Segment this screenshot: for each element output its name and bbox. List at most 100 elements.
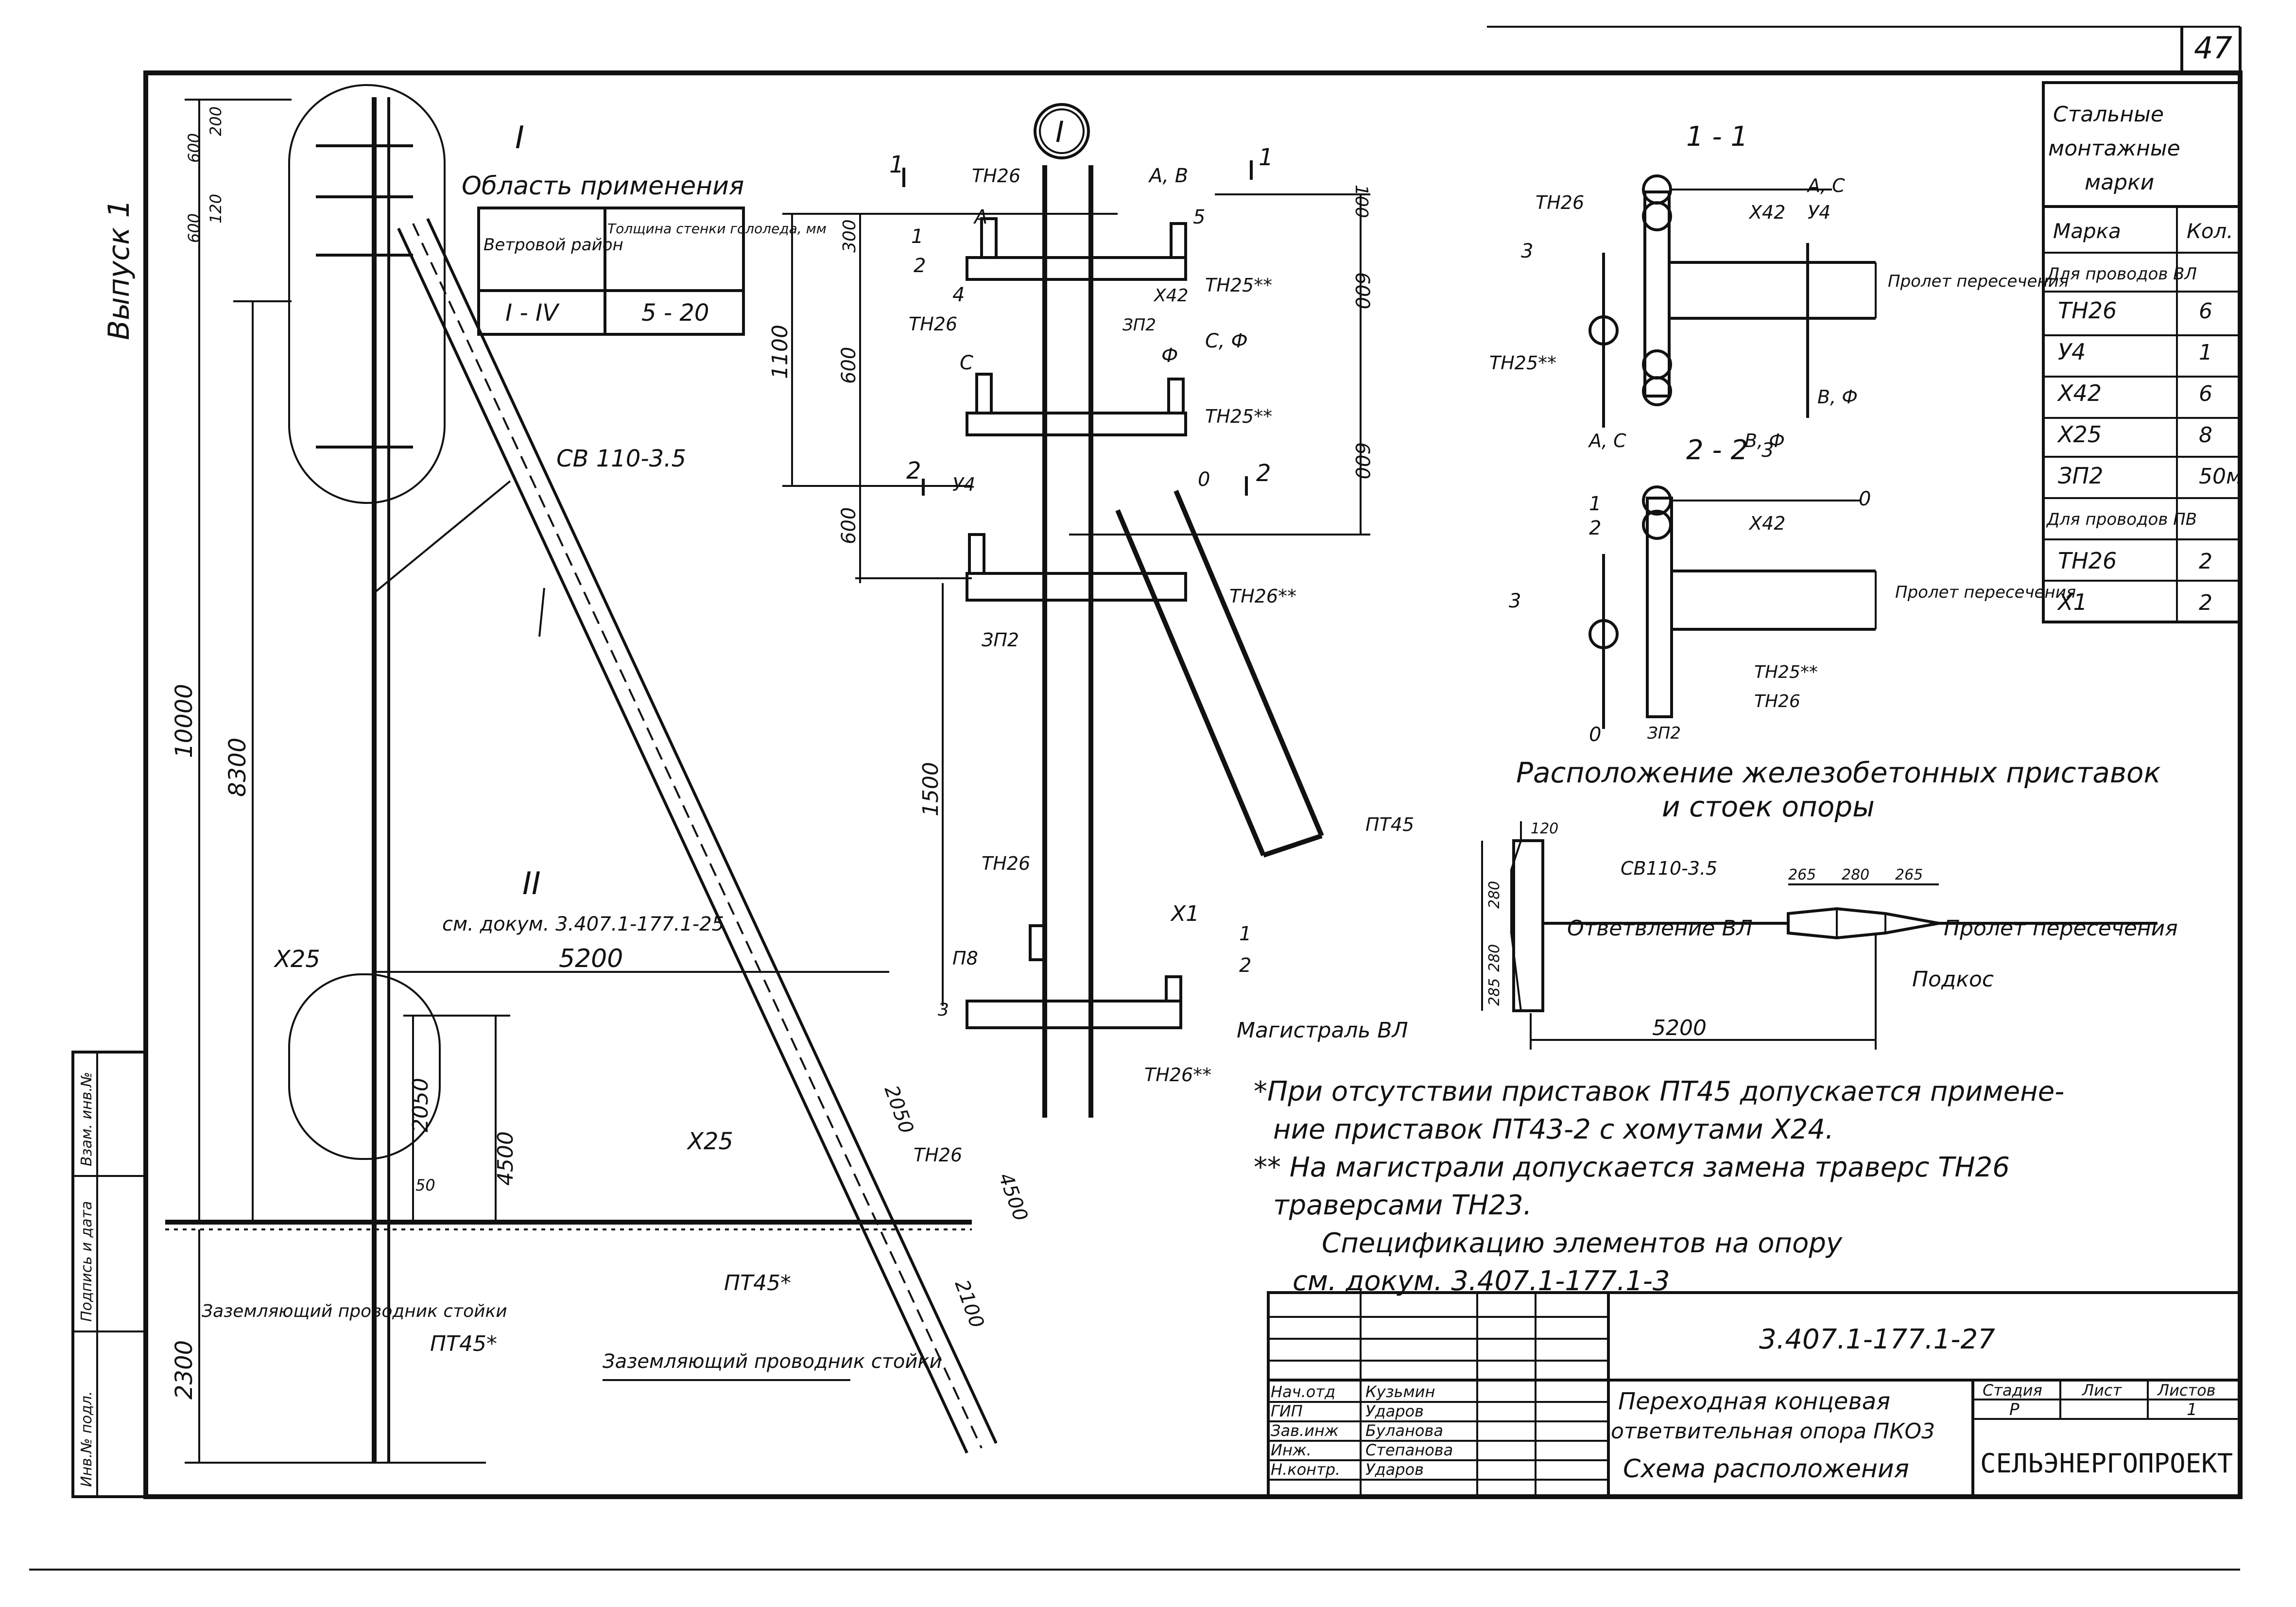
detail-tn25-b: ТН25** [1205, 406, 1272, 427]
plan-title-1: Расположение железобетонных приставок [1516, 756, 2161, 789]
detail-pos-4: 4 [952, 284, 965, 306]
s11-ac: А, С [1588, 430, 1626, 451]
tb-role: Зав.инж [1271, 1421, 1339, 1440]
s11-tn26: ТН26 [1536, 192, 1584, 213]
plan-branch: Ответвление ВЛ [1567, 916, 1753, 941]
detail-sec-2a: 2 [906, 457, 921, 484]
label-x25-strut: Х25 [686, 1128, 733, 1155]
detail-tn26-top: ТН26 [972, 165, 1020, 187]
tb-name: Кузьмин [1365, 1382, 1435, 1401]
phase-a: А [973, 206, 987, 228]
note-line: ** На магистрали допускается замена трав… [1254, 1152, 2010, 1183]
tb-role: Инж. [1271, 1441, 1312, 1459]
s22-x42: Х42 [1748, 513, 1785, 534]
phase-c: С [960, 352, 973, 374]
section11-title: 1 - 1 [1686, 121, 1748, 153]
dim-2300: 2300 [171, 1340, 198, 1400]
detail-dim-1100: 1100 [768, 325, 793, 379]
detail-circle-label: I [1055, 115, 1064, 149]
applicability-h2: Толщина стенки гололеда, мм [607, 221, 827, 237]
node2-label: II [522, 866, 541, 902]
detail-tn26-star: ТН26** [1229, 586, 1296, 607]
phase-0: 0 [1198, 468, 1210, 491]
detail-dim-600a: 600 [838, 347, 860, 384]
s11-x42: Х42 [1748, 202, 1785, 223]
detail-tn26-c: ТН26 [914, 1144, 962, 1166]
detail-dim-600b: 600 [1351, 272, 1373, 309]
node-detail [782, 103, 1370, 1118]
side-stamp: Инв.№ подл. Подпись и дата Взам. инв.№ [71, 1051, 147, 1498]
detail-pos-1b: 1 [1239, 923, 1251, 945]
phase-cf: С, Ф [1205, 330, 1248, 352]
s11-ac-top: А, С [1806, 175, 1845, 196]
page-number: 47 [2194, 30, 2232, 66]
s22-1: 1 [1589, 493, 1601, 515]
s22-2: 2 [1589, 517, 1601, 539]
note-line: Спецификацию элементов на опору [1322, 1227, 1843, 1259]
plan-pole: СВ110-3.5 [1621, 858, 1717, 879]
tb-role: Нач.отд [1271, 1382, 1335, 1401]
dim-600a: 600 [185, 133, 203, 163]
dim-120: 120 [207, 194, 225, 224]
s11-span: Пролет пересечения [1888, 272, 2069, 291]
node1-label: I [515, 120, 524, 156]
tb-name: Буланова [1365, 1421, 1443, 1440]
title-block [1267, 1291, 2242, 1498]
s22-0b: 0 [1589, 724, 1601, 746]
plan-dim-280a: 280 [1486, 944, 1503, 972]
detail-pos-2: 2 [914, 255, 926, 277]
plan-dim-280c: 280 [1842, 866, 1869, 883]
detail-tn26-star2: ТН26** [1144, 1064, 1211, 1086]
dim-5200: 5200 [559, 944, 623, 973]
marks-group-1: Для проводов ВЛ [2046, 264, 2197, 284]
detail-pos-1: 1 [911, 225, 923, 248]
stamp-replace: Взам. инв.№ [78, 1072, 95, 1166]
detail-sec-2b: 2 [1256, 460, 1271, 487]
detail-x42: Х42 [1153, 286, 1188, 306]
plan-dim-280b: 280 [1486, 881, 1503, 909]
s11-bf-bottom: В, Ф [1744, 430, 1785, 451]
s22-0: 0 [1859, 488, 1871, 510]
note-line: траверсами ТН23. [1273, 1190, 1532, 1221]
tb-organization: СЕЛЬЭНЕРГОПРОЕКТ [1980, 1448, 2233, 1479]
applicability-title: Область применения [462, 172, 744, 201]
detail-pos-2b: 2 [1239, 954, 1251, 977]
stamp-inv: Инв.№ подл. [78, 1391, 95, 1487]
detail-tn26-mid: ТН26 [909, 313, 957, 335]
marks-title-2: монтажные [2048, 136, 2180, 161]
marks-header-qty: Кол. [2187, 219, 2233, 243]
issue-label: Выпуск 1 [102, 199, 136, 340]
detail-dim-100: 100 [1351, 185, 1371, 218]
detail-dim-600c: 600 [1351, 442, 1373, 479]
plan-pt45: ПТ45 [1365, 814, 1414, 835]
marks-header-mark: Марка [2053, 219, 2121, 243]
s22-tn26: ТН26 [1754, 691, 1800, 711]
marks-row-mark: ТН26 [2058, 548, 2117, 574]
marks-row-qty: 2 [2199, 590, 2212, 615]
marks-row-mark: Х25 [2057, 421, 2102, 448]
marks-row-qty: 50м [2199, 464, 2242, 489]
dim-200: 200 [207, 106, 225, 136]
detail-p8: П8 [952, 948, 978, 969]
s11-u4: У4 [1808, 202, 1830, 223]
node2-ref: см. докум. 3.407.1-177.1-25 [442, 913, 724, 935]
detail-zp2-b: ЗП2 [982, 629, 1019, 651]
detail-dim-600d: 600 [838, 507, 860, 544]
plan-span: Пролет пересечения [1944, 916, 2178, 941]
marks-row-qty: 6 [2199, 299, 2212, 324]
dim-50: 50 [415, 1176, 435, 1194]
detail-tn25-a: ТН25** [1205, 275, 1272, 296]
applicability-table [477, 207, 745, 336]
detail-x1: Х1 [1170, 901, 1199, 926]
note-line: *При отсутствии приставок ПТ45 допускает… [1254, 1076, 2064, 1107]
tb-name: Степанова [1365, 1441, 1453, 1459]
plan-dim-265a: 265 [1788, 866, 1816, 883]
s11-3: 3 [1521, 240, 1533, 262]
plan-strut: Подкос [1912, 967, 1994, 992]
marks-row-mark: У4 [2058, 339, 2086, 365]
dim-600b: 600 [185, 213, 203, 243]
tb-title-2: ответвительная опора ПКО3 [1611, 1419, 1935, 1444]
